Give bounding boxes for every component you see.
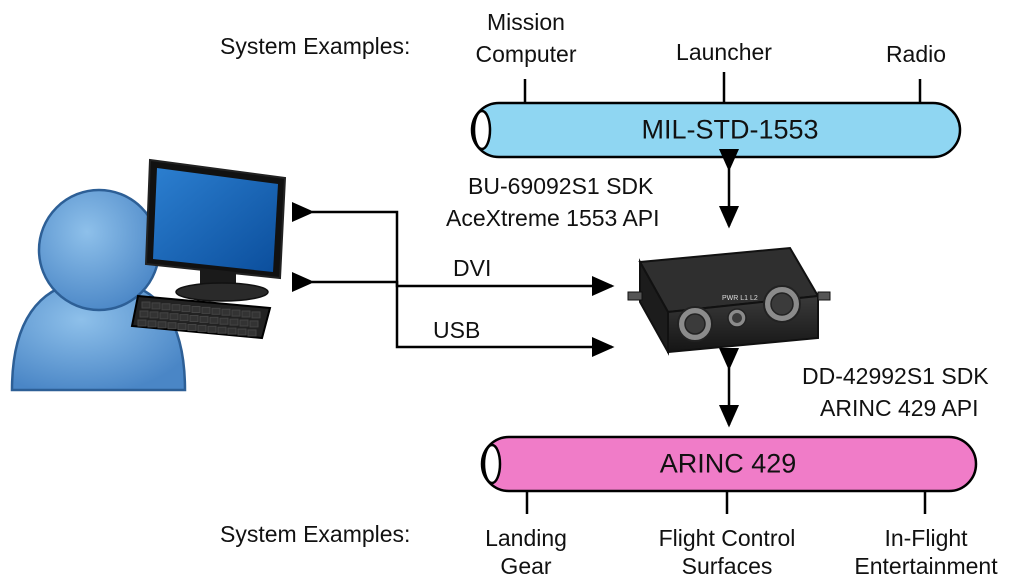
top-sdk-line1: BU-69092S1 SDK	[468, 173, 654, 199]
keyboard-key	[251, 311, 261, 319]
monitor-icon	[144, 158, 287, 302]
keyboard-key	[187, 324, 197, 331]
keyboard-key	[159, 312, 169, 320]
keyboard-key	[139, 310, 149, 318]
keyboard-key	[167, 322, 177, 330]
keyboard-key	[221, 308, 231, 316]
keyboard-key	[241, 310, 251, 318]
keyboard-key	[177, 323, 187, 331]
dvi-label: DVI	[453, 255, 492, 281]
mil-std-1553-label: MIL-STD-1553	[641, 114, 819, 145]
bottom-sdk-line1: DD-42992S1 SDK	[802, 363, 989, 389]
interface-device-icon: PWR L1 L2	[627, 246, 831, 356]
keyboard-key	[181, 305, 191, 313]
keyboard-key	[179, 314, 189, 322]
keyboard-key	[217, 326, 227, 334]
keyboard-key	[157, 321, 167, 329]
keyboard-key	[239, 319, 249, 327]
keyboard-key	[149, 311, 159, 319]
mil-std-1553-bus	[470, 101, 962, 159]
keyboard-key	[219, 317, 229, 325]
keyboard-key	[249, 320, 259, 328]
keyboard-key	[247, 329, 257, 337]
keyboard-key	[211, 307, 221, 315]
keyboard-key	[201, 306, 211, 314]
keyboard-key	[171, 304, 181, 312]
arinc-429-bus	[480, 435, 978, 493]
bottom-system-examples-label: System Examples:	[220, 521, 411, 547]
svg-text:PWR L1 L2: PWR L1 L2	[722, 295, 758, 302]
keyboard-key	[169, 313, 179, 321]
keyboard-key	[209, 316, 219, 324]
keyboard-key	[197, 324, 207, 332]
bottom-system-2-line2: Surfaces	[681, 553, 773, 579]
keyboard-key	[141, 301, 151, 309]
top-system-1-line2: Computer	[475, 41, 577, 67]
top-system-examples-label: System Examples:	[220, 33, 411, 59]
bottom-system-3-line1: In-Flight	[884, 525, 968, 551]
top-system-1-line1: Mission	[487, 9, 565, 35]
keyboard-key	[151, 302, 161, 310]
bottom-sdk-line2: ARINC 429 API	[820, 395, 979, 421]
bottom-system-3-line2: Entertainment	[854, 553, 998, 579]
keyboard-key	[189, 315, 199, 322]
keyboard-key	[237, 328, 247, 336]
bottom-system-1-line2: Gear	[500, 553, 552, 579]
keyboard-key	[227, 327, 237, 335]
bottom-system-ticks	[525, 491, 927, 514]
bottom-system-2-line1: Flight Control	[658, 525, 796, 551]
top-system-2: Launcher	[676, 39, 772, 65]
keyboard-key	[229, 318, 239, 326]
bottom-system-1-line1: Landing	[485, 525, 567, 551]
usb-arrow	[292, 272, 615, 357]
keyboard-key	[199, 315, 209, 323]
usb-label: USB	[433, 317, 481, 343]
arinc-429-label: ARINC 429	[659, 448, 797, 479]
keyboard-key	[231, 309, 241, 317]
keyboard-icon	[130, 294, 272, 340]
top-system-ticks	[523, 72, 922, 103]
top-sdk-line2: AceXtreme 1553 API	[446, 205, 660, 231]
keyboard-key	[147, 320, 157, 328]
top-system-3: Radio	[885, 41, 947, 67]
keyboard-key	[191, 306, 201, 313]
keyboard-key	[161, 303, 171, 311]
keyboard-key	[137, 319, 147, 327]
keyboard-key	[207, 325, 217, 333]
